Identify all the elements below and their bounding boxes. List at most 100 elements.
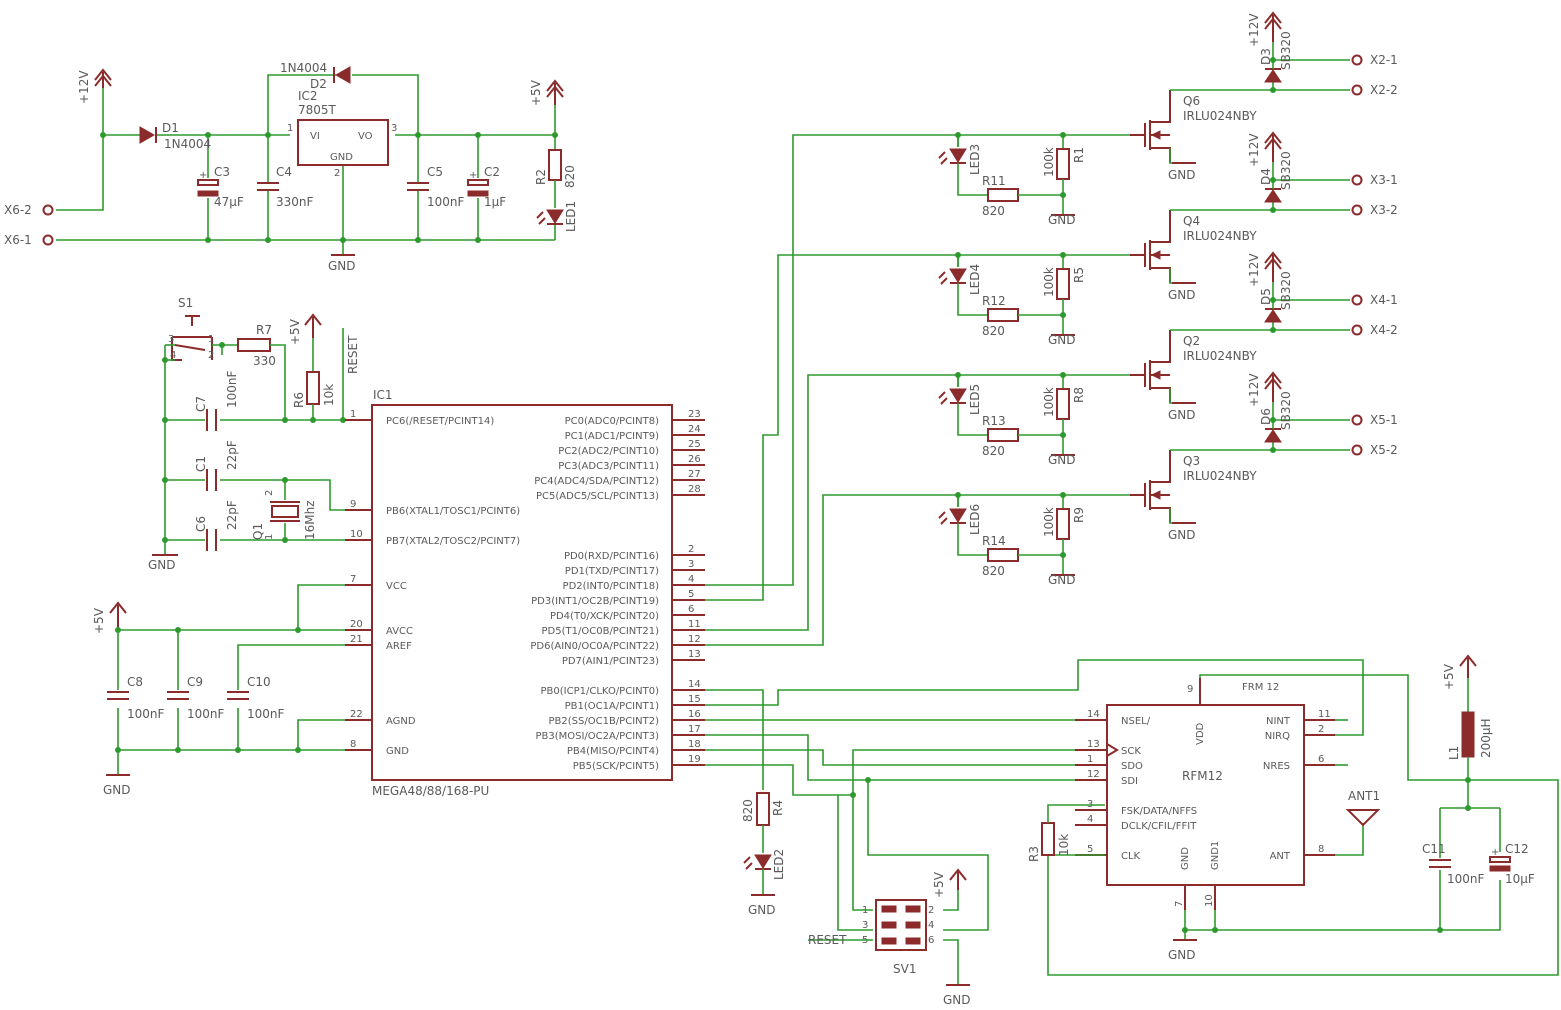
r7-name: R7 — [256, 323, 272, 337]
mcu-left-pins: 1PC6(/RESET/PCINT14)9PB6(XTAL1/TOSC1/PCI… — [350, 409, 520, 757]
mcu-part: MEGA48/88/168-PU — [372, 784, 489, 798]
channel-rled-value: 820 — [982, 204, 1005, 218]
mcu-pin-name: PB5(SCK/PCINT5) — [573, 761, 659, 772]
svg-text:7: 7 — [1174, 901, 1185, 907]
mcu-pin-num: 19 — [688, 754, 701, 765]
rfm12-pin-name: CLK — [1121, 851, 1141, 862]
supply-5v-label: +5V — [529, 79, 543, 106]
mcu-pin-num: 17 — [688, 724, 701, 735]
c7-value: 100nF — [225, 370, 239, 408]
channel-rgate-value: 100k — [1042, 267, 1056, 297]
rfm12-pin-num: 12 — [1087, 769, 1100, 780]
s1-label: S1 — [178, 296, 193, 310]
mcu-pin-num: 8 — [350, 739, 356, 750]
rfm12-pin-name: NIRQ — [1265, 731, 1290, 742]
sv1-name: SV1 — [893, 962, 916, 976]
rfm12-pin-num: 8 — [1318, 844, 1324, 855]
rfm12-pin-name: FSK/DATA/NFFS — [1121, 806, 1197, 817]
channel-12v-label: +12V — [1247, 373, 1261, 407]
channel-led-name: LED6 — [968, 504, 982, 535]
c9-name: C9 — [187, 675, 203, 689]
mcu-pin-name: PC4(ADC4/SDA/PCINT12) — [534, 476, 659, 487]
ic2-pin2: 2 — [334, 168, 340, 179]
mcu-pin-name: VCC — [386, 581, 407, 592]
svg-text:2: 2 — [208, 350, 214, 361]
svg-text:4: 4 — [170, 350, 176, 361]
channel-diode-name: D3 — [1259, 48, 1273, 65]
rfm12-pin-num: 4 — [1087, 814, 1093, 825]
mcu-pin-num: 13 — [688, 649, 701, 660]
rfm12-pin-num: 6 — [1318, 754, 1324, 765]
r7-value: 330 — [253, 354, 276, 368]
rfm12-title: FRM 12 — [1242, 682, 1279, 693]
mcu-pin-name: PD2(INT0/PCINT18) — [563, 581, 660, 592]
svg-text:1: 1 — [264, 534, 275, 540]
svg-text:2: 2 — [928, 905, 934, 916]
mcu-pin-num: 9 — [350, 499, 356, 510]
r2-name: R2 — [534, 169, 548, 185]
svg-text:2: 2 — [264, 490, 275, 496]
l1-value: 200µH — [1479, 718, 1493, 758]
dec-supply-label: +5V — [92, 607, 106, 634]
mcu-pin-num: 18 — [688, 739, 701, 750]
rfm12-pin-name: NSEL/ — [1121, 716, 1151, 727]
c11-name: C11 — [1422, 842, 1446, 856]
d1-value: 1N4004 — [164, 137, 211, 151]
c10-name: C10 — [247, 675, 271, 689]
mcu-pin-num: 21 — [350, 634, 363, 645]
channel-fet-value: IRLU024NBY — [1183, 109, 1257, 123]
channel-rgate-value: 100k — [1042, 387, 1056, 417]
led1-name: LED1 — [564, 201, 578, 232]
mcu-pin-name: AGND — [386, 716, 416, 727]
channel-fet-gnd: GND — [1168, 528, 1196, 542]
ant-name: ANT1 — [1348, 789, 1380, 803]
c12-name: C12 — [1505, 842, 1529, 856]
c8-name: C8 — [127, 675, 143, 689]
mcu-pin-num: 23 — [688, 409, 701, 420]
channel-conn2-label: X3-2 — [1370, 203, 1398, 217]
svg-text:+: + — [469, 170, 477, 181]
mcu-pin-num: 2 — [688, 544, 694, 555]
ic2-pin3: 3 — [391, 123, 397, 134]
l1-name: L1 — [1447, 746, 1461, 760]
c1-value: 22pF — [225, 440, 239, 470]
c6-value: 22pF — [225, 500, 239, 530]
ic2-pin1: 1 — [287, 123, 293, 134]
svg-text:6: 6 — [928, 935, 934, 946]
rfm12-module: FRM 12 RFM12 14NSEL/13SCK1SDO12SDI3FSK/D… — [1027, 654, 1559, 976]
mcu-pin-num: 3 — [688, 559, 694, 570]
power-supply: +12V X6-2 X6-1 D1 1N4004 1N4004 D2 IC2 7… — [4, 61, 578, 273]
channel-conn1-label: X4-1 — [1370, 293, 1398, 307]
mcu-pin-name: PD7(AIN1/PCINT23) — [562, 656, 659, 667]
rfm12-pin-num: 14 — [1087, 709, 1100, 720]
channel-diode-value: SB320 — [1279, 271, 1293, 310]
q1-value: 16Mhz — [303, 500, 317, 540]
mcu-pin-num: 6 — [688, 604, 694, 615]
c1-name: C1 — [194, 456, 208, 472]
channel-conn2-label: X5-2 — [1370, 443, 1398, 457]
svg-text:3: 3 — [862, 920, 868, 931]
mcu-pin-name: PB4(MISO/PCINT4) — [567, 746, 659, 757]
isp-reset-label: RESET — [808, 933, 847, 947]
rfm12-pin-name: SCK — [1121, 746, 1141, 757]
channel-fet-value: IRLU024NBY — [1183, 469, 1257, 483]
c11-value: 100nF — [1447, 872, 1485, 886]
ic2-pin-vo: VO — [358, 131, 373, 142]
mcu-pin-name: PB3(MOSI/OC2A/PCINT3) — [535, 731, 659, 742]
mcu-pin-name: AVCC — [386, 626, 413, 637]
channel-diode-value: SB320 — [1279, 31, 1293, 70]
mcu-pin-num: 20 — [350, 619, 363, 630]
rfm12-gnd1: GND1 — [1210, 841, 1221, 870]
channel-rgate-name: R1 — [1072, 147, 1086, 163]
mcu-pin-name: PC3(ADC3/PCINT11) — [558, 461, 659, 472]
rfm12-gnd-label: GND — [1168, 948, 1196, 962]
channel-conn2-label: X2-2 — [1370, 83, 1398, 97]
channel-diode-value: SB320 — [1279, 391, 1293, 430]
c3-name: C3 — [214, 165, 230, 179]
channel-12v-label: +12V — [1247, 133, 1261, 167]
mcu-pin-num: 10 — [350, 529, 363, 540]
mcu-pin-num: 4 — [688, 574, 694, 585]
svg-text:1: 1 — [862, 905, 868, 916]
rfm12-pin-num: 13 — [1087, 739, 1100, 750]
